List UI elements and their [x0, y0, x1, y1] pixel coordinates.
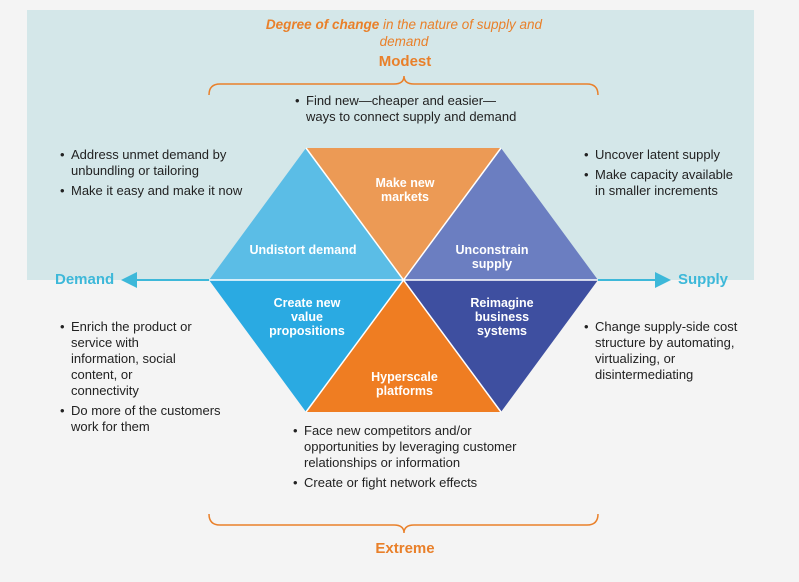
title-emphasis: Degree of change — [265, 17, 380, 32]
label-hyperscale-platforms: Hyperscale platforms — [371, 370, 438, 398]
segment-unconstrain-supply — [404, 148, 598, 280]
bullets-lower-left: Enrich the product or service with infor… — [60, 319, 235, 439]
bullets-upper-left: Address unmet demand by unbundling or ta… — [60, 147, 250, 203]
label-create-new-value-propositions: Create new value propositions — [269, 296, 345, 338]
label-undistort-demand: Undistort demand — [249, 243, 357, 257]
title-rest: in the nature of supply and demand — [379, 17, 543, 49]
axis-label-demand: Demand — [55, 271, 115, 288]
bullet-item: Face new competitors and/or opportunitie… — [293, 423, 548, 471]
label-unconstrain-supply: Unconstrain supply — [455, 243, 529, 271]
label-reimagine-business-systems: Reimagine business systems — [470, 296, 534, 338]
segment-reimagine-business-systems — [404, 280, 598, 412]
level-modest: Modest — [378, 53, 432, 70]
bullet-item: Find new—cheaper and easier—ways to conn… — [295, 93, 525, 125]
supply-arrowhead — [655, 272, 671, 288]
segment-undistort-demand — [209, 148, 404, 280]
segment-hyperscale-platforms — [306, 280, 501, 412]
diagram-title: Degree of change in the nature of supply… — [249, 16, 559, 50]
top-brace — [208, 75, 599, 96]
bullet-item: Change supply-side cost structure by aut… — [584, 319, 759, 383]
segment-separators — [209, 147, 598, 413]
demand-arrowhead — [121, 272, 137, 288]
level-extreme: Extreme — [375, 540, 435, 557]
bullets-bottom-center: Face new competitors and/or opportunitie… — [293, 423, 548, 495]
bullets-upper-right: Uncover latent supply Make capacity avai… — [584, 147, 744, 203]
bullets-lower-right: Change supply-side cost structure by aut… — [584, 319, 759, 387]
bullet-item: Make it easy and make it now — [60, 183, 250, 199]
bullet-item: Create or fight network effects — [293, 475, 548, 491]
bottom-brace — [208, 513, 599, 534]
bullets-top-center: Find new—cheaper and easier—ways to conn… — [295, 93, 525, 129]
segment-make-new-markets — [306, 148, 501, 280]
bullet-item: Uncover latent supply — [584, 147, 744, 163]
segment-create-new-value-propositions — [209, 280, 404, 412]
bullet-item: Make capacity available in smaller incre… — [584, 167, 744, 199]
label-make-new-markets: Make new markets — [375, 176, 435, 204]
axis-label-supply: Supply — [678, 271, 729, 288]
bullet-item: Enrich the product or service with infor… — [60, 319, 235, 399]
bullet-item: Address unmet demand by unbundling or ta… — [60, 147, 250, 179]
bullet-item: Do more of the customers work for them — [60, 403, 235, 435]
